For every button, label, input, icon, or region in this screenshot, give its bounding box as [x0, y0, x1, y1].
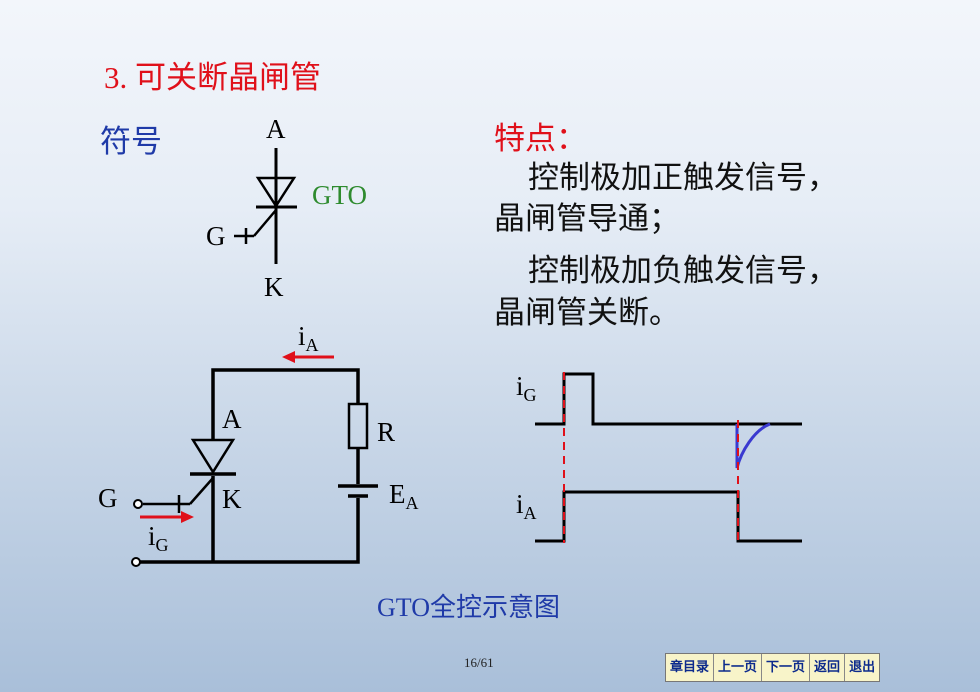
feature-line: 晶闸管导通；: [494, 201, 680, 236]
ia-waveform: [535, 490, 802, 543]
circuit-cathode-label: K: [222, 484, 242, 514]
ig-negative-pulse: [735, 422, 771, 469]
current-a-arrowhead: [282, 351, 295, 363]
prev-page-button[interactable]: 上一页: [714, 654, 763, 681]
gto-circuit: [138, 368, 378, 564]
symbol-name-label: GTO: [312, 180, 367, 210]
features-title: 特点：: [494, 121, 587, 156]
circuit-top-wire: [211, 368, 360, 440]
source-label: EA: [389, 479, 419, 513]
ig-label: iG: [516, 371, 537, 405]
chapter-toc-button[interactable]: 章目录: [666, 654, 715, 681]
symbol-cathode-label: K: [264, 272, 284, 302]
feature-line: 晶闸管关断。: [494, 295, 680, 330]
ia-label: iA: [516, 489, 537, 523]
gto-symbol: [234, 148, 297, 264]
nav-bar: 章目录 上一页 下一页 返回 退出: [665, 653, 881, 682]
slide-title: 3. 可关断晶闸管: [104, 60, 321, 95]
figure-caption: GTO全控示意图: [377, 593, 560, 622]
circuit-diode-triangle: [190, 438, 236, 475]
exit-button[interactable]: 退出: [845, 654, 880, 681]
circuit-gate-lead: [189, 477, 214, 505]
symbol-diode-triangle: [255, 176, 297, 209]
next-page-button[interactable]: 下一页: [762, 654, 811, 681]
symbol-gate-lead: [253, 209, 277, 237]
feature-line: 控制极加正触发信号，: [528, 160, 838, 195]
symbol-gate-label: G: [206, 221, 226, 251]
symbol-anode-label: A: [266, 114, 286, 144]
back-button[interactable]: 返回: [810, 654, 846, 681]
feature-line: 控制极加负触发信号，: [528, 253, 838, 288]
page-number: 16/61: [464, 655, 494, 670]
current-g-label: iG: [148, 521, 169, 555]
current-g-arrow: [140, 511, 194, 523]
symbol-label: 符号: [100, 124, 162, 159]
current-g-arrowhead: [181, 511, 194, 523]
resistor-label: R: [377, 417, 395, 447]
current-a-label: iA: [298, 321, 319, 355]
current-a-arrow: [282, 351, 334, 363]
ground-terminal: [131, 557, 141, 567]
gate-terminal: [133, 499, 143, 509]
circuit-bottom-wire: [138, 498, 360, 564]
ig-waveform: [535, 372, 738, 426]
circuit-gate-label: G: [98, 483, 118, 513]
circuit-anode-label: A: [222, 404, 242, 434]
resistor-r: [347, 402, 369, 450]
